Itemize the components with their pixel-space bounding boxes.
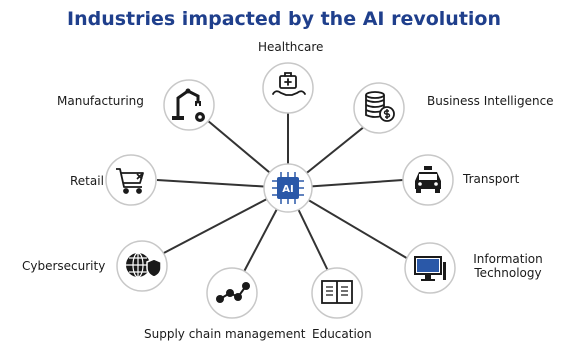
label-information-technology: Information Technology xyxy=(473,252,543,280)
node-retail xyxy=(105,154,157,206)
node-healthcare xyxy=(262,62,314,114)
ai-chip-icon: AI xyxy=(272,172,304,204)
node-transport xyxy=(402,154,454,206)
supply-chain-icon xyxy=(216,282,250,303)
node-information-technology xyxy=(404,242,456,294)
robot-arm-icon xyxy=(172,88,205,122)
open-book-icon xyxy=(321,280,353,304)
ai-hub: AI xyxy=(263,163,313,213)
label-healthcare: Healthcare xyxy=(258,40,324,54)
label-manufacturing: Manufacturing xyxy=(57,94,144,108)
node-supply-chain xyxy=(206,267,258,319)
globe-shield-icon xyxy=(126,252,162,278)
page-title: Industries impacted by the AI revolution xyxy=(67,8,501,30)
node-education xyxy=(311,267,363,319)
hub-label: AI xyxy=(282,184,293,195)
label-transport: Transport xyxy=(463,172,520,186)
node-business-intelligence xyxy=(353,82,405,134)
node-manufacturing xyxy=(163,79,215,131)
coin-stack-icon xyxy=(365,91,395,122)
shopping-cart-icon xyxy=(116,168,144,194)
node-cybersecurity xyxy=(116,240,168,292)
label-retail: Retail xyxy=(70,174,104,188)
label-education: Education xyxy=(312,327,372,341)
taxi-car-icon xyxy=(415,166,441,193)
medical-kit-hand-icon xyxy=(272,72,306,96)
computer-monitor-icon xyxy=(414,256,446,281)
label-business-intelligence: Business Intelligence xyxy=(427,94,554,108)
label-cybersecurity: Cybersecurity xyxy=(22,259,106,273)
label-supply-chain: Supply chain management xyxy=(144,327,306,341)
